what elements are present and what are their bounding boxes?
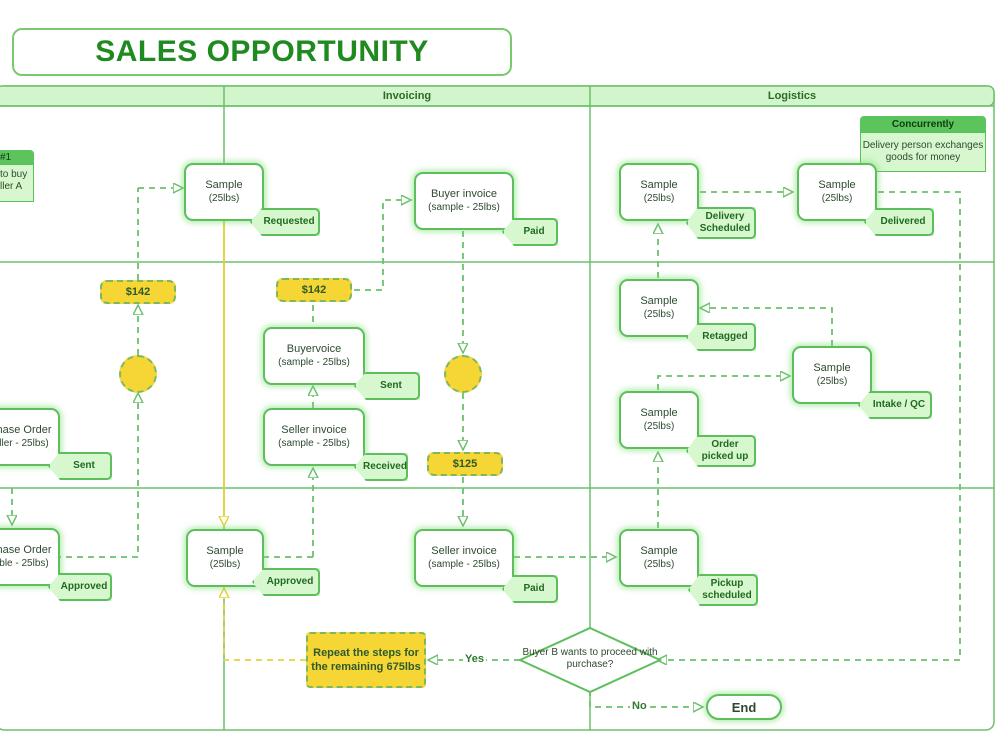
status-tag: Paid [502,218,558,246]
merge-circle [119,355,157,393]
status-tag: Sent [354,372,420,400]
lane-header-logistics: Logistics [767,90,817,102]
note-header-left: #1 [0,150,34,164]
end-node[interactable]: End [706,694,782,720]
price-box: $142 [276,278,352,302]
node-buyer-invoice[interactable]: Buyer invoice (sample - 25lbs) [414,172,514,230]
note-line: to buy [0,169,28,180]
node-purchase-order-sent[interactable]: hase Order ller - 25lbs) [0,408,60,466]
node-sample-approved[interactable]: Sample (25lbs) [186,529,264,587]
repeat-box[interactable]: Repeat the steps for the remaining 675lb… [306,632,426,688]
node-subtitle: (sample - 25lbs) [428,559,500,570]
status-tag: Paid [502,575,558,603]
node-subtitle: (25lbs) [643,193,675,204]
status-tag: Approved [48,573,112,601]
node-title: hase Order [0,544,52,556]
note-header-concurrently: Concurrently [860,116,986,132]
node-subtitle: (sample - 25lbs) [278,357,350,368]
status-tag: Sent [48,452,112,480]
node-subtitle: (sample - 25lbs) [278,438,350,449]
node-sample-intake[interactable]: Sample (25lbs) [792,346,872,404]
node-sample-requested[interactable]: Sample (25lbs) [184,163,264,221]
node-title: Sample [818,179,856,191]
node-title: Sample [640,545,678,557]
status-tag: Approved [252,568,320,596]
node-subtitle: ller - 25lbs) [0,438,49,449]
node-title: Sample [813,362,851,374]
repeat-connectors [224,222,306,661]
note-line: ller A [0,181,23,192]
node-title: Sample [205,179,243,191]
node-title: Sample [206,545,244,557]
status-tag: Requested [250,208,320,236]
status-tag: Order picked up [686,435,756,467]
node-subtitle: (25lbs) [209,559,241,570]
merge-circle [444,355,482,393]
node-subtitle: (sample - 25lbs) [428,202,500,213]
node-title: Sample [640,295,678,307]
node-sample-delivered[interactable]: Sample (25lbs) [797,163,877,221]
price-box: $125 [427,452,503,476]
node-subtitle: ble - 25lbs) [0,558,49,569]
status-tag: Delivery Scheduled [686,207,756,239]
node-title: Seller invoice [281,424,347,436]
status-tag: Intake / QC [858,391,932,419]
node-title: Sample [640,179,678,191]
node-sample-delivery-scheduled[interactable]: Sample (25lbs) [619,163,699,221]
node-subtitle: (25lbs) [643,559,675,570]
node-subtitle: (25lbs) [821,193,853,204]
node-title: Buyer invoice [430,188,498,200]
note-body-concurrently: Delivery person exchanges goods for mone… [860,132,986,172]
node-buyervoice[interactable]: Buyervoice (sample - 25lbs) [263,327,365,385]
status-tag: Pickup scheduled [688,574,758,606]
node-sample-pickup[interactable]: Sample (25lbs) [619,529,699,587]
node-subtitle: (25lbs) [208,193,240,204]
edge-label-no: No [630,700,649,712]
node-seller-invoice-paid[interactable]: Seller invoice (sample - 25lbs) [414,529,514,587]
status-tag: Delivered [864,208,934,236]
node-title: Seller invoice [431,545,497,557]
decision-diamond[interactable] [517,626,663,694]
title-box: SALES OPPORTUNITY [12,28,512,76]
decision-label: Buyer B wants to proceed with purchase? [522,647,658,670]
node-sample-order-picked[interactable]: Sample (25lbs) [619,391,699,449]
node-title: Sample [640,407,678,419]
node-purchase-order-approved[interactable]: hase Order ble - 25lbs) [0,528,60,586]
lane-header-invoicing: Invoicing [382,90,432,102]
price-box: $142 [100,280,176,304]
node-sample-retagged[interactable]: Sample (25lbs) [619,279,699,337]
node-title: hase Order [0,424,52,436]
connectors [12,188,961,707]
node-title: Buyervoice [286,343,342,355]
note-body-left: to buy ller A [0,164,34,202]
status-tag: Retagged [686,323,756,351]
page-title: SALES OPPORTUNITY [95,35,429,68]
node-subtitle: (25lbs) [643,421,675,432]
node-seller-invoice-received[interactable]: Seller invoice (sample - 25lbs) [263,408,365,466]
edge-label-yes: Yes [463,653,486,665]
node-subtitle: (25lbs) [643,309,675,320]
status-tag: Received [354,453,408,481]
node-subtitle: (25lbs) [816,376,848,387]
